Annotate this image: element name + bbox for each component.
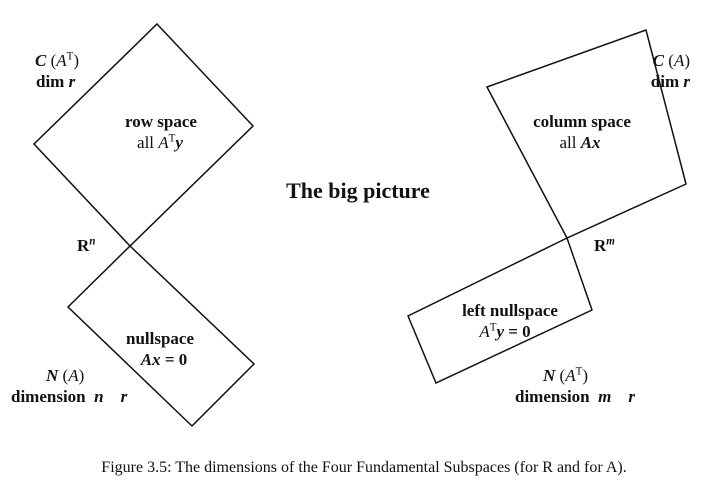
nullspace-square	[66, 244, 256, 428]
column-space-dim: dim r	[650, 72, 690, 91]
column-space-label: C (A)	[652, 51, 690, 70]
column-space-content: all Ax	[559, 133, 601, 152]
left-nullspace-label: N (AT)	[543, 365, 589, 385]
ambient-space-rn: Rn	[77, 235, 96, 255]
column-space-square	[485, 29, 687, 239]
column-space-name: column space	[533, 112, 631, 131]
left-nullspace-name: left nullspace	[462, 301, 558, 320]
figure-caption: Figure 3.5: The dimensions of the Four F…	[101, 459, 627, 476]
diagram-title: The big picture	[286, 178, 430, 203]
ambient-space-rm: Rm	[594, 235, 615, 255]
row-space-dim: dim r	[36, 72, 76, 91]
left-nullspace-rectangle	[407, 236, 593, 385]
nullspace-dimension: dimension n r	[11, 387, 128, 406]
row-space-content: all ATy	[137, 132, 183, 152]
nullspace-label: N (A)	[46, 366, 85, 385]
left-nullspace-dimension: dimension m r	[515, 387, 635, 406]
row-space-name: row space	[125, 112, 197, 131]
row-space-label: C (AT)	[35, 50, 80, 70]
nullspace-name: nullspace	[125, 329, 195, 348]
left-nullspace-equation: ATy = 0	[479, 321, 531, 341]
nullspace-equation: Ax = 0	[140, 350, 188, 369]
